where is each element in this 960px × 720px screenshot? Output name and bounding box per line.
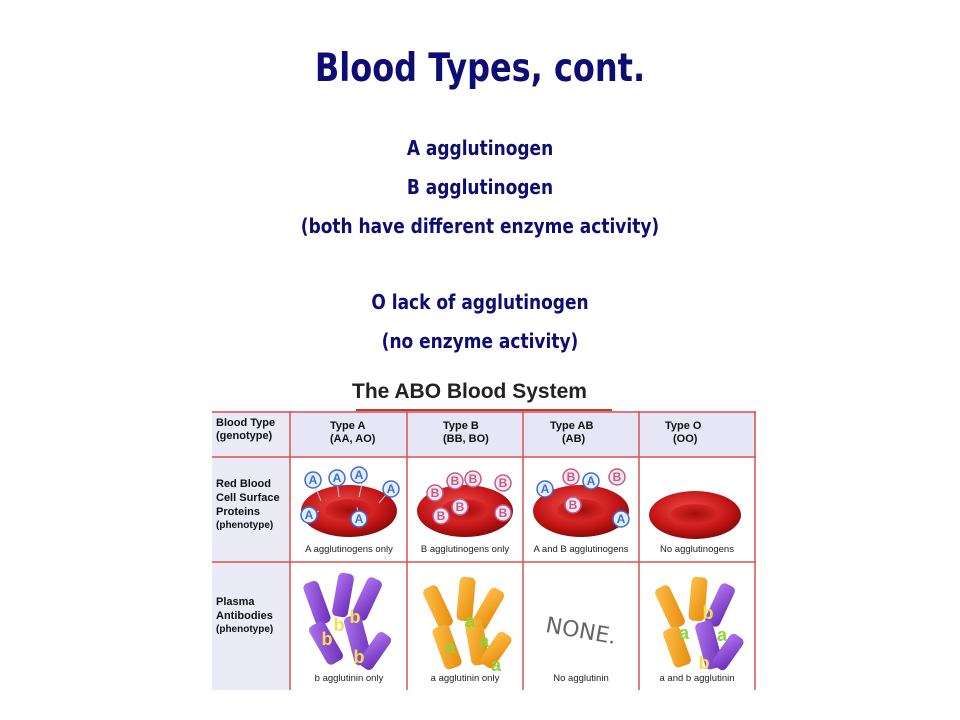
- svg-text:a: a: [479, 631, 490, 651]
- svg-text:B: B: [437, 509, 446, 523]
- svg-text:b: b: [703, 603, 714, 623]
- svg-text:B: B: [613, 470, 622, 484]
- caption-rbc-b: B agglutinogens only: [420, 544, 510, 555]
- caption-plasma-a: b agglutinin only: [314, 673, 384, 684]
- rbc-type-o: [649, 491, 741, 539]
- svg-text:A: A: [587, 474, 596, 488]
- svg-text:B: B: [469, 472, 478, 486]
- caption-plasma-o: a and b agglutinin: [659, 673, 735, 684]
- header-type-ab: Type AB (AB): [550, 420, 593, 446]
- line-no-enzyme: (no enzyme activity): [381, 329, 579, 353]
- line-enzyme-activity: (both have different enzyme activity): [300, 214, 660, 238]
- svg-text:b: b: [354, 647, 365, 667]
- slide-title: Blood Types, cont.: [314, 46, 646, 91]
- type-a-genotype: (AA, AO): [330, 433, 376, 445]
- svg-text:B: B: [456, 500, 465, 514]
- svg-text:B: B: [567, 470, 576, 484]
- row-label-rbc-3: Proteins: [216, 506, 261, 518]
- row-label-plasma-2: Antibodies: [216, 610, 273, 622]
- table-grid: [212, 411, 756, 690]
- type-o-label: Type O: [665, 420, 702, 432]
- svg-text:a: a: [717, 625, 728, 645]
- line-a-agglutinogen: A agglutinogen: [406, 136, 554, 160]
- svg-text:A: A: [387, 482, 396, 496]
- none-label: NONE.: [544, 613, 618, 650]
- caption-rbc-o: No agglutinogens: [660, 544, 734, 555]
- header-type-o: Type O (OO): [665, 420, 701, 446]
- svg-text:b: b: [699, 653, 710, 673]
- svg-text:B: B: [499, 506, 508, 520]
- type-o-genotype: (OO): [673, 433, 698, 445]
- caption-rbc-a: A agglutinogens only: [305, 544, 393, 555]
- svg-text:a: a: [445, 637, 456, 657]
- header-row-bg: [212, 411, 756, 457]
- row-label-rbc-4: (phenotype): [216, 520, 274, 531]
- row-label-plasma: Plasma Antibodies (phenotype): [216, 595, 273, 637]
- svg-text:A: A: [541, 482, 550, 496]
- caption-plasma-ab: No agglutinin: [553, 673, 609, 684]
- line-o-lack: O lack of agglutinogen: [371, 290, 589, 314]
- row-label-rbc-2: Cell Surface: [216, 492, 280, 504]
- svg-text:a: a: [491, 655, 502, 675]
- svg-text:B: B: [431, 486, 440, 500]
- svg-text:a: a: [465, 611, 476, 631]
- header-genotype-label: (genotype): [216, 430, 273, 442]
- header-type-a: Type A (AA, AO): [330, 420, 375, 446]
- svg-text:A: A: [333, 471, 342, 485]
- svg-text:b: b: [350, 607, 361, 627]
- header-blood-type: Blood Type (genotype): [216, 417, 275, 443]
- type-b-genotype: (BB, BO): [443, 433, 489, 445]
- type-b-label: Type B: [443, 420, 479, 432]
- type-ab-label: Type AB: [550, 420, 594, 432]
- caption-plasma-b: a agglutinin only: [430, 673, 500, 684]
- svg-text:a: a: [679, 623, 690, 643]
- svg-text:b: b: [322, 629, 333, 649]
- svg-text:A: A: [305, 508, 314, 522]
- row-label-rbc-1: Red Blood: [216, 478, 271, 490]
- line-b-agglutinogen: B agglutinogen: [406, 175, 554, 199]
- svg-text:B: B: [499, 476, 508, 490]
- type-ab-genotype: (AB): [562, 433, 586, 445]
- type-a-label: Type A: [330, 420, 366, 432]
- svg-text:b: b: [334, 615, 345, 635]
- row-label-plasma-3: (phenotype): [216, 624, 274, 635]
- svg-text:A: A: [355, 468, 364, 482]
- svg-text:A: A: [309, 473, 318, 487]
- caption-rbc-ab: A and B agglutinogens: [533, 544, 629, 555]
- row-label-rbc: Red Blood Cell Surface Proteins (phenoty…: [216, 477, 280, 533]
- svg-text:A: A: [355, 512, 364, 526]
- figure-title-rule: [356, 409, 612, 411]
- row-label-plasma-1: Plasma: [216, 596, 255, 608]
- antibody-type-o: ab ab: [655, 576, 744, 673]
- header-type-b: Type B (BB, BO): [443, 420, 489, 446]
- header-blood-type-label: Blood Type: [216, 417, 276, 429]
- svg-text:A: A: [617, 512, 626, 526]
- svg-text:B: B: [451, 474, 460, 488]
- figure-title: The ABO Blood System: [352, 380, 587, 403]
- svg-text:B: B: [569, 498, 578, 512]
